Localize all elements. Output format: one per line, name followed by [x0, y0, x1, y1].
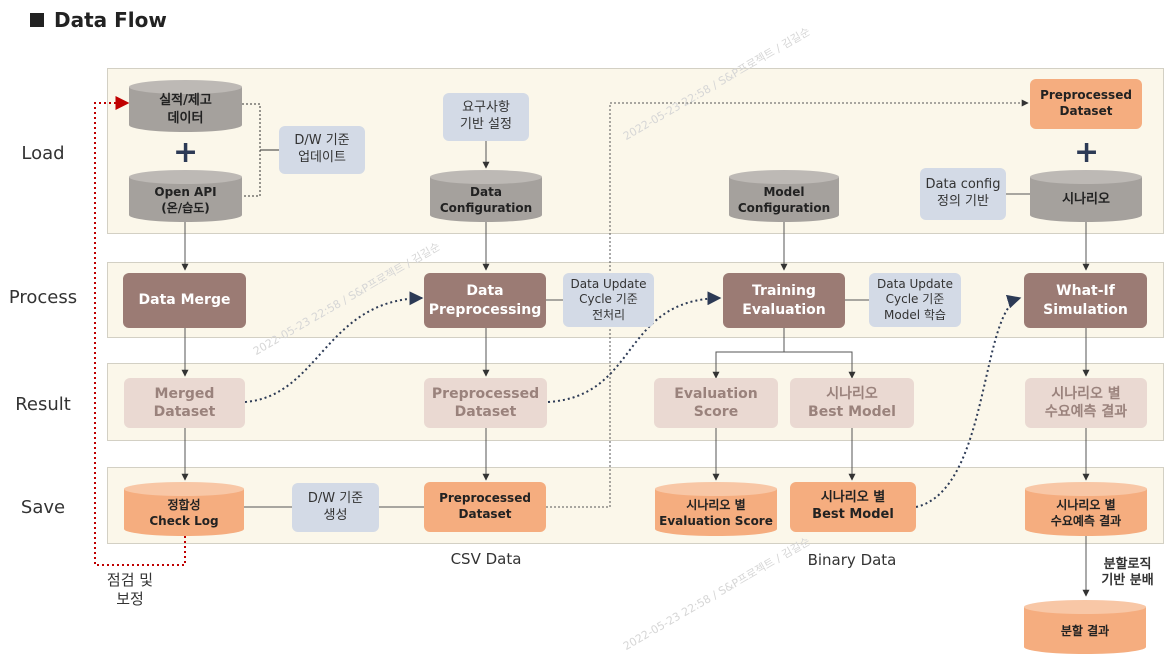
training-evaluation-box: Training Evaluation [723, 273, 845, 328]
model-configuration-cylinder: Model Configuration [729, 170, 839, 222]
best-model-save-box: 시나리오 별 Best Model [790, 482, 916, 532]
sales-stock-data-cylinder: 실적/제고 데이터 [129, 80, 242, 132]
csv-data-caption: CSV Data [450, 550, 522, 568]
data-config-def-note: Data config 정의 기반 [920, 168, 1006, 220]
page-title: Data Flow [30, 8, 167, 32]
band-result [107, 363, 1164, 441]
preprocessed-dataset-save-box: Preprocessed Dataset [424, 482, 546, 532]
plus-icon: + [173, 135, 199, 170]
requirements-note: 요구사항 기반 설정 [443, 93, 529, 141]
split-logic-caption: 분할로직 기반 분배 [1101, 557, 1154, 589]
row-label-save: Save [20, 497, 66, 518]
merged-dataset-box: Merged Dataset [124, 378, 245, 428]
open-api-cylinder: Open API (온/습도) [129, 170, 242, 222]
preprocessed-dataset-top: Preprocessed Dataset [1030, 79, 1142, 129]
row-label-result: Result [15, 394, 71, 415]
inspect-caption: 점검 및 보정 [106, 571, 154, 608]
dw-update-note: D/W 기준 업데이트 [279, 126, 365, 174]
evaluation-score-box: Evaluation Score [654, 378, 778, 428]
update-model-note: Data Update Cycle 기준 Model 학습 [869, 273, 961, 327]
what-if-simulation-box: What-If Simulation [1024, 273, 1147, 328]
plus-icon-right: + [1074, 135, 1100, 170]
scenario-forecast-result-box: 시나리오 별 수요예측 결과 [1025, 378, 1147, 428]
split-result-cylinder: 분할 결과 [1024, 600, 1146, 654]
binary-data-caption: Binary Data [807, 551, 897, 569]
update-preproc-note: Data Update Cycle 기준 전처리 [563, 273, 654, 327]
preprocessed-dataset-result-box: Preprocessed Dataset [424, 378, 547, 428]
scenario-best-model-box: 시나리오 Best Model [790, 378, 914, 428]
dw-generate-note: D/W 기준 생성 [292, 483, 379, 532]
data-configuration-cylinder: Data Configuration [430, 170, 542, 222]
scenario-cylinder: 시나리오 [1030, 170, 1142, 222]
forecast-save-cylinder: 시나리오 별 수요예측 결과 [1025, 482, 1147, 536]
row-label-load: Load [21, 143, 65, 164]
evaluation-score-cylinder: 시나리오 별 Evaluation Score [655, 482, 777, 536]
check-log-cylinder: 정합성 Check Log [124, 482, 244, 536]
band-save [107, 467, 1164, 544]
data-preprocessing-box: Data Preprocessing [424, 273, 546, 328]
title-square-icon [30, 13, 44, 27]
row-label-process: Process [8, 287, 78, 308]
data-merge-box: Data Merge [123, 273, 246, 328]
